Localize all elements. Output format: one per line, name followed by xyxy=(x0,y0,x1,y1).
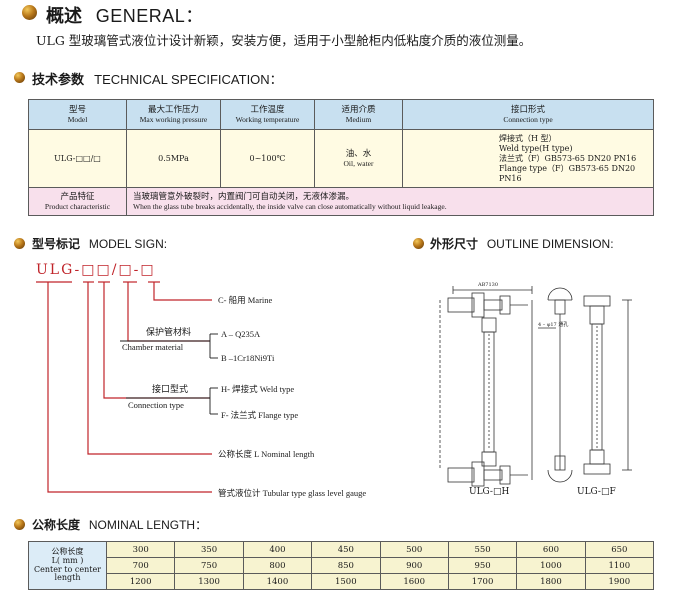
leader-nominal xyxy=(87,282,212,455)
td-temperature: 0~100℃ xyxy=(220,129,315,188)
ann-connection-h: H- 焊接式 Weld type xyxy=(221,384,295,394)
bullet-icon xyxy=(413,238,424,249)
ann-chamber-cn: 保护管材料 xyxy=(146,327,192,337)
length-cell: 850 xyxy=(311,557,381,574)
caption-h: ULG-□H xyxy=(469,487,510,497)
length-cell: 1100 xyxy=(584,557,655,574)
ann-connection-cn: 接口型式 xyxy=(152,384,189,394)
outline-heading: 外形尺寸 OUTLINE DIMENSION: xyxy=(430,235,614,252)
td-model: ULG-□□/□ xyxy=(28,129,127,188)
ann-chamber-en: Chamber material xyxy=(122,342,184,352)
length-cell: 1600 xyxy=(379,573,449,590)
length-cell: 1900 xyxy=(584,573,655,590)
nominal-title-en: NOMINAL LENGTH： xyxy=(88,518,208,532)
general-description: ULG 型玻璃管式液位计设计新颖，安装方便，适用于小型舱柜内低粘度介质的液位测量… xyxy=(36,33,532,48)
length-cell: 1500 xyxy=(311,573,381,590)
length-cell: 700 xyxy=(105,557,176,574)
tech-spec-title-en: TECHNICAL SPECIFICATION： xyxy=(94,72,283,87)
outline-title-en: OUTLINE DIMENSION: xyxy=(486,237,614,251)
length-cell: 550 xyxy=(447,541,518,558)
td-feature-text: 当玻璃管意外破裂时，内置阀门可自动关闭，无液体渗漏。 When the glas… xyxy=(126,187,654,216)
model-sign-title-cn: 型号标记 xyxy=(32,237,81,251)
general-title-cn: 概述 xyxy=(46,6,82,27)
ann-tubular: 管式液位计 Tubular type glass level gauge xyxy=(218,488,367,498)
bullet-icon xyxy=(22,5,37,20)
tech-spec-heading: 技术参数 TECHNICAL SPECIFICATION： xyxy=(32,69,283,88)
tech-spec-title-cn: 技术参数 xyxy=(32,73,85,88)
bullet-icon xyxy=(14,72,25,83)
length-cell: 350 xyxy=(174,541,244,558)
outline-dim-label: AB7130 xyxy=(478,282,499,288)
outline-hole-label: 4 – φ17 通孔 xyxy=(538,322,569,328)
length-cell: 1800 xyxy=(516,573,586,590)
model-code: ULG-□□/□-□ xyxy=(36,262,156,278)
length-cell: 450 xyxy=(311,541,381,558)
nominal-label-unit: L( mm ) xyxy=(51,555,84,565)
length-cell: 500 xyxy=(379,541,449,558)
nominal-label-cn: 公称长度 xyxy=(51,546,84,556)
length-cell: 750 xyxy=(174,557,244,574)
nominal-title-cn: 公称长度 xyxy=(32,518,81,532)
td-pressure: 0.5MPa xyxy=(126,129,221,188)
general-title-en: GENERAL： xyxy=(95,6,204,26)
length-cell: 900 xyxy=(379,557,449,574)
ann-connection-f: F- 法兰式 Flange type xyxy=(221,410,299,420)
length-cell: 300 xyxy=(105,541,176,558)
model-sign-heading: 型号标记 MODEL SIGN: xyxy=(32,235,167,252)
ann-connection-en: Connection type xyxy=(128,400,184,410)
length-cell: 650 xyxy=(584,541,655,558)
length-cell: 600 xyxy=(516,541,586,558)
gauge-h-type xyxy=(439,286,533,487)
nominal-label-en1: Center to center xyxy=(33,564,102,574)
length-cell: 400 xyxy=(242,541,313,558)
nominal-label-cell: 公称长度 L( mm ) Center to center length xyxy=(28,541,107,590)
length-cell: 1000 xyxy=(516,557,586,574)
bullet-icon xyxy=(14,519,25,530)
caption-f: ULG-□F xyxy=(577,487,616,497)
model-sign-title-en: MODEL SIGN: xyxy=(88,237,168,251)
outline-title-cn: 外形尺寸 xyxy=(430,237,479,251)
length-cell: 1700 xyxy=(447,573,518,590)
ann-marine: C- 船用 Marine xyxy=(218,295,273,305)
gauge-f-type xyxy=(538,287,632,483)
bullet-icon xyxy=(14,238,25,249)
leader-marine xyxy=(153,282,212,301)
nominal-length-table: 公称长度 L( mm ) Center to center length 300… xyxy=(28,541,655,590)
length-cell: 1300 xyxy=(174,573,244,590)
td-connection: 焊接式（H 型） Weld type(H type) 法兰式（F）GB573-6… xyxy=(402,129,654,188)
length-cell: 800 xyxy=(242,557,313,574)
ann-nominal: 公称长度 L Nominal length xyxy=(218,449,315,459)
length-cell: 950 xyxy=(447,557,518,574)
nominal-label-en2: length xyxy=(54,573,81,583)
leader-tubular xyxy=(47,282,212,493)
nominal-heading: 公称长度 NOMINAL LENGTH： xyxy=(32,516,207,533)
ann-chamber-b: B –1Cr18Ni9Ti xyxy=(221,353,275,363)
length-cell: 1400 xyxy=(242,573,313,590)
ann-chamber-a: A – Q235A xyxy=(221,329,261,339)
general-heading: 概述 GENERAL： xyxy=(46,2,204,28)
length-cell: 1200 xyxy=(105,573,176,590)
